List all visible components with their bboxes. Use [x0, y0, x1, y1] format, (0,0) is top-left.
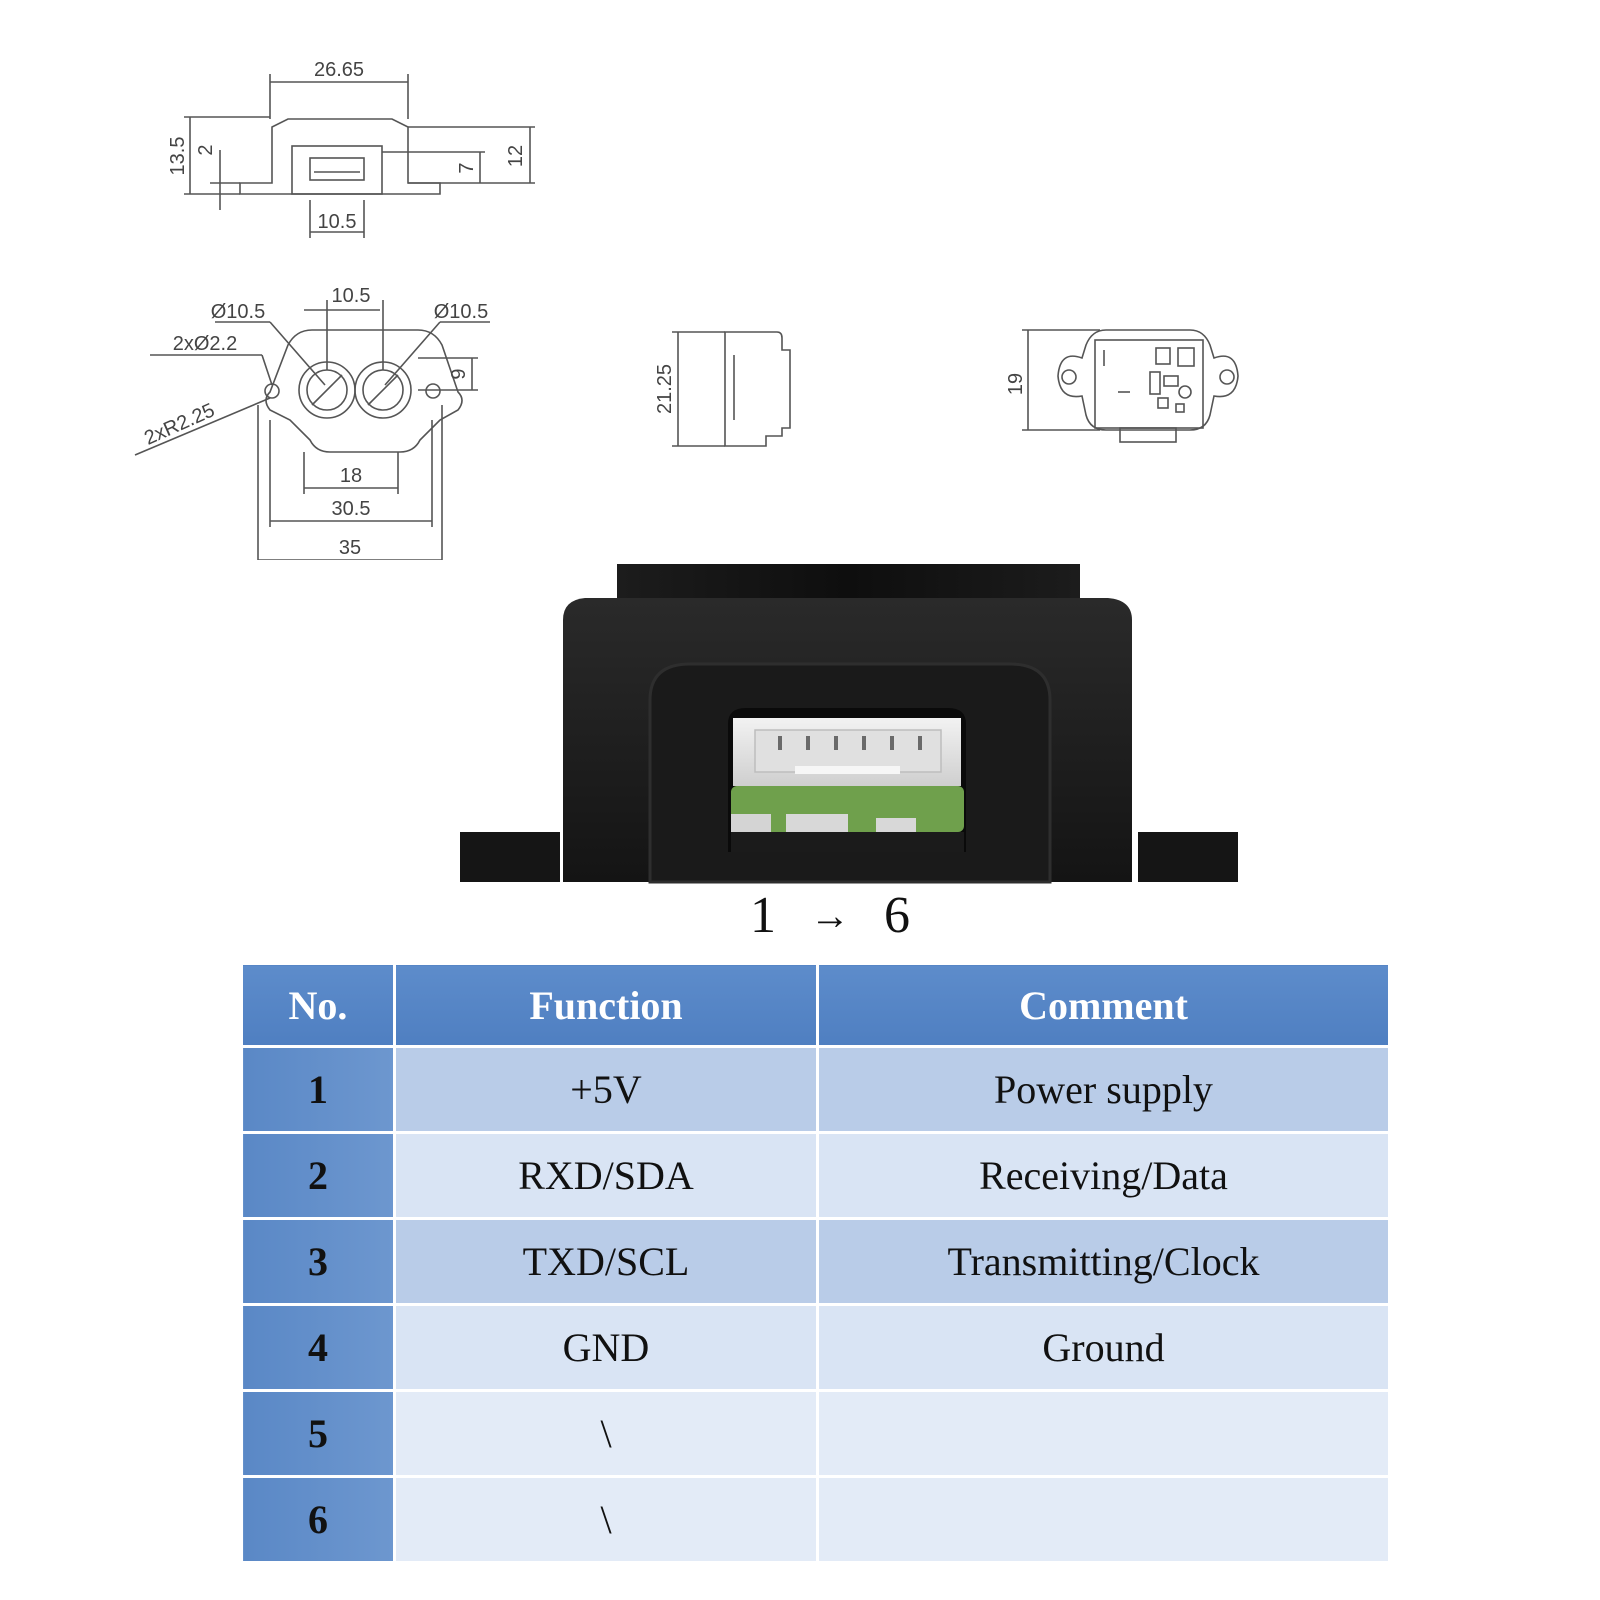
dim-hole-spacing: 30.5 — [332, 498, 371, 520]
dim-front-flange: 2 — [195, 144, 217, 155]
pin-order-start: 1 — [750, 886, 776, 944]
dim-inner-width: 18 — [340, 465, 362, 487]
table-header-row: No. Function Comment — [240, 962, 1391, 1048]
dim-lens-height: 9 — [448, 368, 470, 379]
dim-front-body-height: 12 — [505, 145, 527, 167]
dim-side-height: 21.25 — [654, 364, 676, 414]
table-row: 5 \ — [240, 1389, 1391, 1478]
pin-order-indicator: 1 → 6 — [700, 880, 960, 950]
dim-front-port-height: 7 — [456, 162, 478, 173]
rear-view-drawing — [1022, 329, 1239, 443]
pin-function: +5V — [393, 1045, 819, 1134]
dim-front-total-height: 13.5 — [167, 137, 189, 176]
table-row: 2 RXD/SDA Receiving/Data — [240, 1131, 1391, 1220]
pin-definition-table: No. Function Comment 1 +5V Power supply … — [240, 962, 1391, 1564]
pin-comment — [816, 1475, 1391, 1564]
mounting-flange-left — [460, 832, 560, 882]
table-row: 1 +5V Power supply — [240, 1045, 1391, 1134]
pin-comment: Power supply — [816, 1045, 1391, 1134]
sensor-connector-photo — [460, 564, 1238, 884]
pin-comment: Receiving/Data — [816, 1131, 1391, 1220]
dim-lens-left: Ø10.5 — [211, 301, 265, 323]
pin-number: 6 — [240, 1475, 396, 1564]
dim-front-width: 26.65 — [314, 59, 364, 81]
pin-function: TXD/SCL — [393, 1217, 819, 1306]
top-view-drawing — [134, 300, 490, 560]
table-row: 3 TXD/SCL Transmitting/Clock — [240, 1217, 1391, 1306]
pin-comment — [816, 1389, 1391, 1478]
header-function: Function — [393, 962, 819, 1048]
dim-holes: 2xØ2.2 — [173, 333, 237, 355]
arrow-right-icon: → — [810, 892, 850, 938]
pin-function: \ — [393, 1475, 819, 1564]
side-view-drawing — [672, 331, 791, 447]
pin-number: 4 — [240, 1303, 396, 1392]
pin-number: 5 — [240, 1389, 396, 1478]
dimension-drawings: 26.65 13.5 2 7 12 10.5 Ø10.5 10.5 Ø10.5 … — [134, 59, 1239, 560]
pin-number: 2 — [240, 1131, 396, 1220]
header-no: No. — [240, 962, 396, 1048]
header-comment: Comment — [816, 962, 1391, 1048]
pin-comment: Ground — [816, 1303, 1391, 1392]
pin-function: \ — [393, 1389, 819, 1478]
dim-lens-right: Ø10.5 — [434, 301, 488, 323]
dim-lens-spacing: 10.5 — [332, 285, 371, 307]
front-view-drawing — [184, 74, 535, 238]
table-row: 6 \ — [240, 1475, 1391, 1564]
dim-front-port-width: 10.5 — [318, 211, 357, 233]
pin-number: 3 — [240, 1217, 396, 1306]
table-row: 4 GND Ground — [240, 1303, 1391, 1392]
pin-order-end: 6 — [884, 886, 910, 944]
pin-number: 1 — [240, 1045, 396, 1134]
dim-overall-width: 35 — [339, 537, 361, 559]
pin-function: RXD/SDA — [393, 1131, 819, 1220]
dim-rear-height: 19 — [1005, 373, 1027, 395]
dim-radius: 2xR2.25 — [141, 399, 218, 449]
pin-function: GND — [393, 1303, 819, 1392]
pin-comment: Transmitting/Clock — [816, 1217, 1391, 1306]
mounting-flange-right — [1138, 832, 1238, 882]
